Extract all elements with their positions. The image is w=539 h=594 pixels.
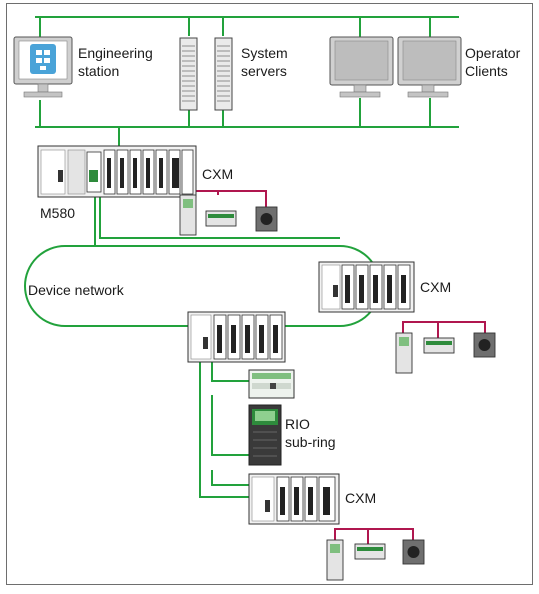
drive-device-right: [395, 332, 413, 374]
system-servers-label-line2: servers: [241, 63, 287, 79]
drive-device-top: [179, 194, 197, 236]
engineering-station-label-line1: Engineering: [78, 45, 153, 61]
rio-sub-ring: [199, 360, 249, 498]
system-servers-label-line1: System: [241, 45, 288, 61]
rio-sub-ring-label-line2: sub-ring: [285, 434, 336, 450]
rio-green-module: [248, 404, 282, 466]
io-block-bottom: [354, 543, 386, 560]
io-block-top: [205, 210, 237, 227]
engineering-station-monitor: [13, 36, 73, 98]
engineering-station-label-line2: station: [78, 63, 120, 79]
rio-sub-ring-label-line1: RIO: [285, 416, 310, 432]
cxm-label-bottom: CXM: [345, 490, 377, 506]
motor-starter-top: [255, 206, 278, 232]
cxm-label-top: CXM: [202, 166, 234, 182]
operator-clients-label-line1: Operator: [465, 45, 521, 61]
bottom-cxm-rack: [248, 473, 340, 525]
motor-starter-right: [473, 332, 496, 358]
io-block-right: [423, 337, 455, 354]
device-network-label: Device network: [28, 282, 124, 298]
system-server-2: [214, 37, 233, 111]
control-network-bus: [35, 16, 459, 146]
operator-clients-label-line2: Clients: [465, 63, 508, 79]
drive-device-bottom: [326, 539, 344, 581]
motor-starter-bottom: [402, 539, 425, 565]
m580-label: M580: [40, 205, 76, 221]
operator-client-monitor-2: [397, 36, 462, 98]
cxm-label-right: CXM: [420, 279, 452, 295]
m580-rack: [37, 145, 197, 198]
operator-client-monitor-1: [329, 36, 394, 98]
rio-drop-rack: [187, 311, 286, 363]
system-server-1: [179, 37, 198, 111]
rio-io-module: [248, 369, 295, 399]
device-network-rack: [318, 261, 415, 313]
